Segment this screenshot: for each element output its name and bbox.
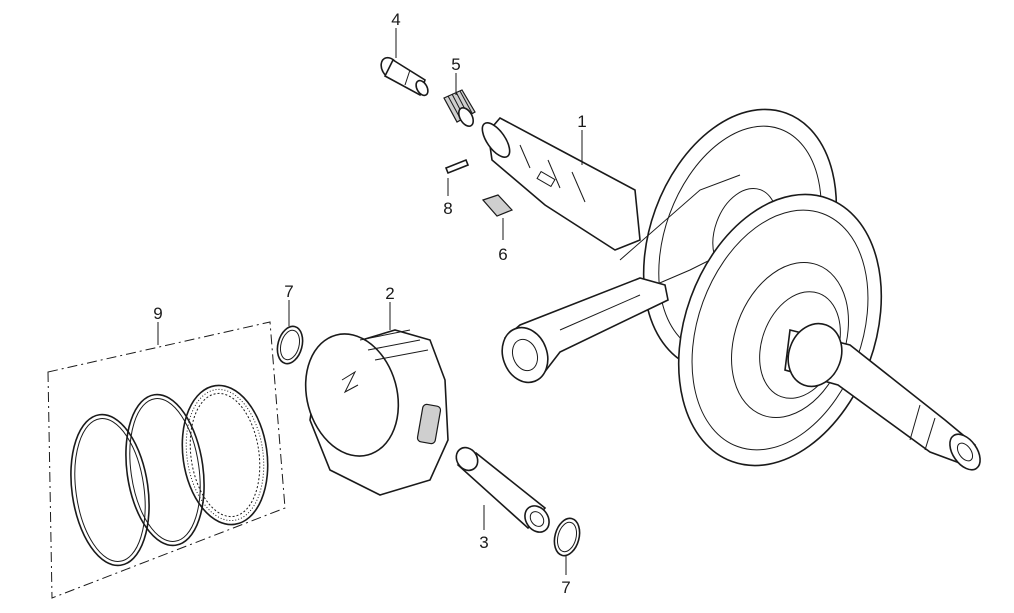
callout-2: 2 <box>385 284 394 303</box>
callout-8: 8 <box>443 199 452 218</box>
callout-1: 1 <box>577 112 586 131</box>
callout-9: 9 <box>153 304 162 323</box>
part-8-small-pin <box>444 158 470 175</box>
callout-7-lower: 7 <box>561 578 570 597</box>
leader-lines <box>157 28 583 575</box>
part-4-pin <box>380 56 429 97</box>
callout-5: 5 <box>451 55 460 74</box>
part-2-piston <box>304 329 449 496</box>
part-7-clip-upper <box>276 325 304 365</box>
callout-4: 4 <box>391 10 400 29</box>
callout-3: 3 <box>479 533 488 552</box>
crankshaft-assembly <box>481 108 981 471</box>
callout-6: 6 <box>498 245 507 264</box>
part-3-piston-pin <box>455 446 550 533</box>
part-6-key <box>481 194 514 217</box>
part-9-ring-set <box>47 321 286 599</box>
part-7-clip-lower <box>553 517 581 557</box>
callout-7-upper: 7 <box>284 282 293 301</box>
part-5-bearing <box>443 89 476 127</box>
